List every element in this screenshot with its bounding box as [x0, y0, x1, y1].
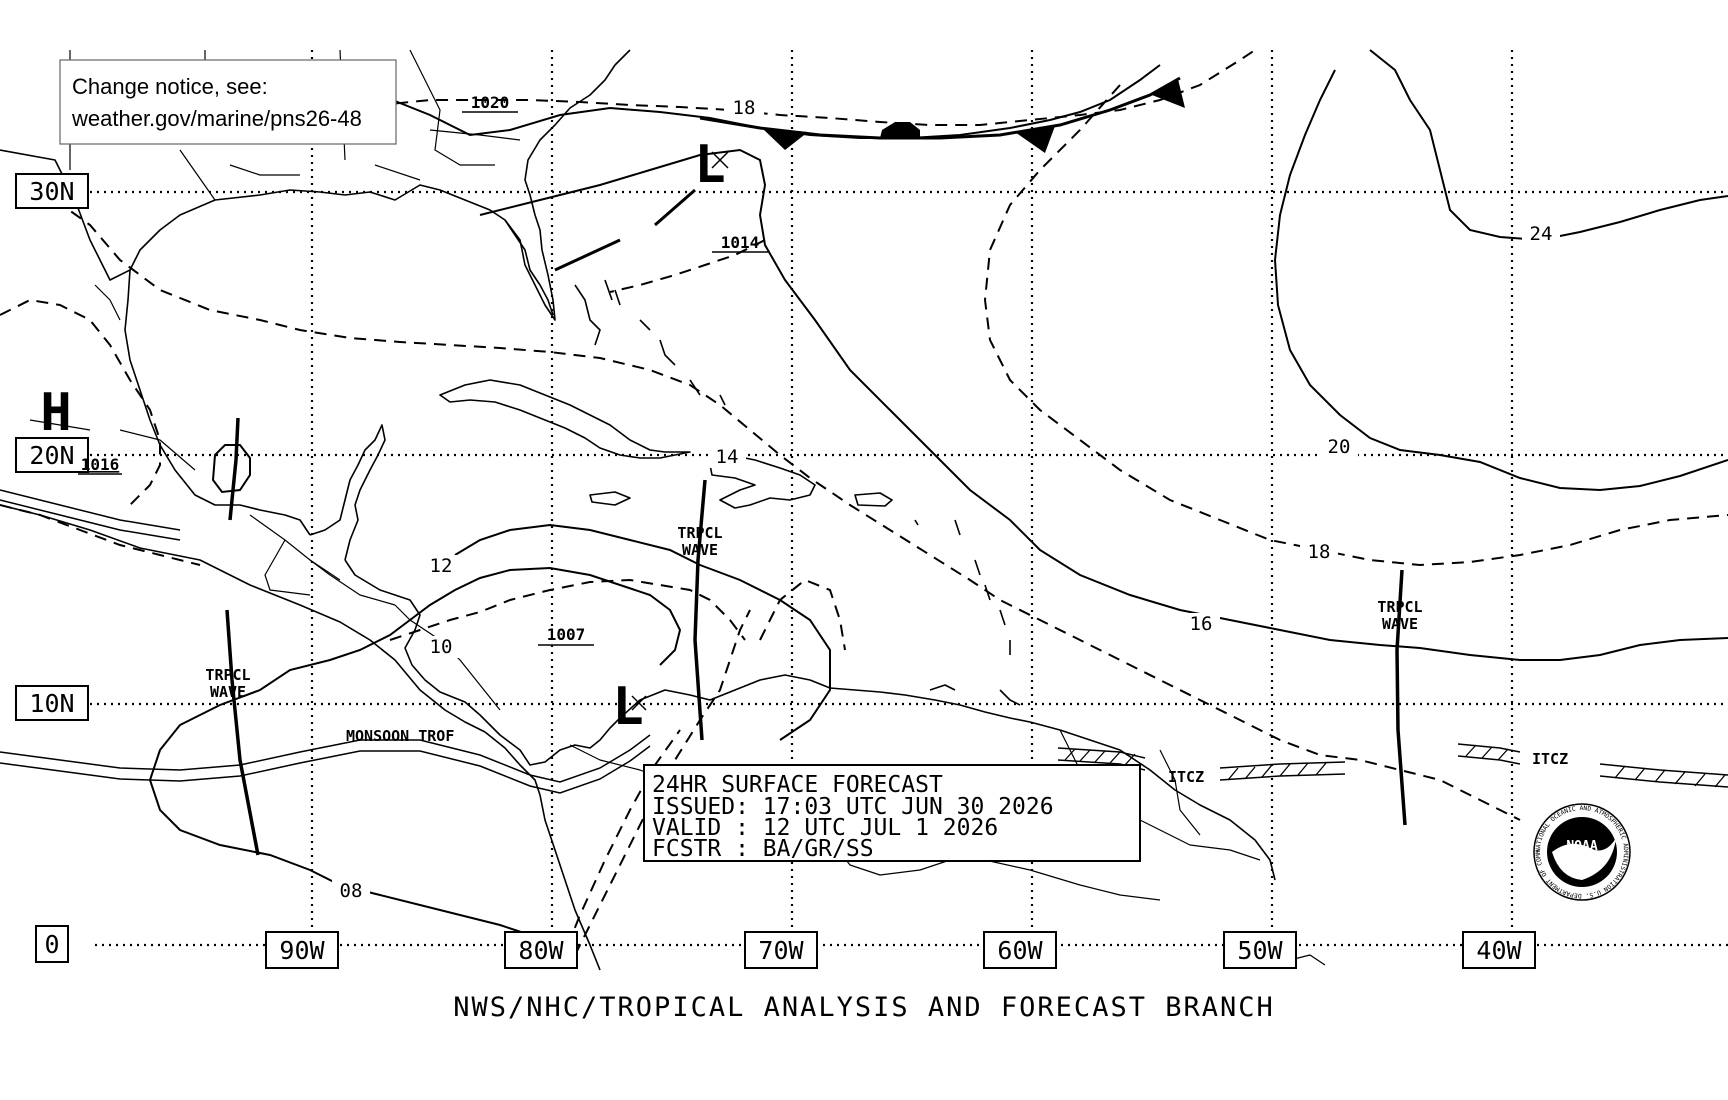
frontal-boundary	[699, 76, 1185, 153]
warm-front-barb	[880, 122, 920, 138]
low-center-marker	[711, 151, 729, 169]
high-pressure-center: H 1016	[40, 383, 122, 475]
tropical-wave-axis	[1395, 569, 1407, 826]
monsoon-trough-line	[0, 489, 651, 794]
cold-front-barb	[1152, 79, 1185, 108]
forecast-issued: ISSUED: 17:03 UTC JUN 30 2026	[652, 794, 1054, 820]
jamaica	[589, 491, 631, 506]
isobar-label: 12	[430, 555, 453, 577]
central-america	[344, 559, 621, 766]
isobar-12	[149, 566, 682, 781]
itcz-label: ITCZ	[1532, 750, 1568, 768]
lon-label-80w: 80W	[518, 936, 564, 965]
low-center-marker	[631, 695, 647, 711]
isobar-label: 18	[1308, 541, 1331, 563]
tropical-wave-axis	[225, 609, 260, 856]
lat-label-10n: 10N	[29, 689, 74, 718]
tropical-wave-axes	[225, 417, 1407, 856]
notice-link[interactable]: weather.gov/marine/pns26-48	[71, 106, 362, 131]
south-america-north-coast	[619, 674, 1276, 881]
isobar-24	[1369, 49, 1728, 242]
central-america-pacific	[0, 504, 541, 796]
east-coast	[524, 49, 631, 216]
isobar-label: 14	[716, 446, 739, 468]
latitude-labels: 30N 20N 10N 0	[15, 173, 89, 963]
low-pressure-center-north: L 1014	[694, 135, 768, 253]
forecast-info-box: 24HR SURFACE FORECAST ISSUED: 17:03 UTC …	[643, 764, 1141, 862]
tropical-wave-label: TRPCL	[677, 524, 722, 542]
tropical-wave-axis	[228, 417, 240, 521]
low-letter: L	[612, 677, 643, 737]
feature-labels: TRPCL WAVE TRPCL WAVE TRPCL WAVE MONSOON…	[205, 524, 1568, 786]
tropical-wave-label: TRPCL	[205, 666, 250, 684]
lon-label-70w: 70W	[758, 936, 804, 965]
lon-label-90w: 90W	[279, 936, 325, 965]
cuba	[439, 379, 691, 459]
isobar-1014	[479, 148, 1728, 661]
isobar-label: 10	[430, 636, 453, 658]
forecast-valid: VALID : 12 UTC JUL 1 2026	[652, 815, 998, 841]
lat-label-30n: 30N	[29, 177, 74, 206]
low-letter: L	[694, 135, 725, 195]
mexico-east-coast	[124, 269, 311, 536]
cold-front-barb	[1015, 126, 1055, 153]
forecast-forecasters: FCSTR : BA/GR/SS	[652, 836, 874, 862]
isobars-dashed	[0, 49, 1728, 966]
lon-label-60w: 60W	[997, 936, 1043, 965]
notice-line-1: Change notice, see:	[72, 74, 268, 99]
itcz-label: ITCZ	[1168, 768, 1204, 786]
isobar-1016-ring	[211, 444, 251, 494]
low-pressure-center-south: L 1007	[538, 625, 647, 737]
noaa-logo-text: NOAA	[1566, 839, 1597, 854]
forecast-title: 24HR SURFACE FORECAST	[652, 772, 943, 798]
tropical-wave-label: WAVE	[210, 683, 246, 701]
florida	[504, 219, 554, 316]
isobar-label: 24	[1530, 223, 1553, 245]
isobar-value-labels: 18 24 14 20 18 16 12 10 08	[332, 96, 1560, 902]
south-america-west	[539, 794, 601, 971]
monsoon-trough-label: MONSOON TROF	[346, 727, 454, 745]
ridge-value: 1020	[471, 93, 510, 112]
cold-front-barb	[762, 128, 808, 150]
lat-label-20n: 20N	[29, 441, 74, 470]
change-notice-box[interactable]: Change notice, see: weather.gov/marine/p…	[59, 59, 397, 145]
low-value: 1014	[721, 233, 760, 252]
high-letter: H	[40, 383, 71, 443]
isobar-label: 08	[340, 880, 363, 902]
surface-trough	[554, 188, 696, 272]
lat-label-equator: 0	[44, 930, 59, 959]
high-value: 1016	[81, 455, 120, 474]
lon-label-50w: 50W	[1237, 936, 1283, 965]
isobar-1007	[454, 523, 831, 741]
yucatan	[309, 424, 386, 561]
isobar-20	[1273, 69, 1728, 492]
ridge-pressure-label: 1020	[462, 93, 518, 113]
lon-label-40w: 40W	[1476, 936, 1522, 965]
tropical-wave-axis	[693, 479, 707, 741]
puerto-rico	[854, 492, 893, 507]
hispaniola	[709, 454, 816, 509]
itcz-bands	[1057, 743, 1728, 788]
isobar-label: 20	[1328, 436, 1351, 458]
low-value: 1007	[547, 625, 586, 644]
longitude-labels: 90W 80W 70W 60W 50W 40W	[265, 931, 1536, 969]
isobar-08	[149, 779, 561, 946]
isobar-label: 16	[1190, 613, 1213, 635]
tropical-wave-label: TRPCL	[1377, 598, 1422, 616]
isobar-label: 18	[733, 97, 756, 119]
tropical-wave-label: WAVE	[1382, 615, 1418, 633]
tropical-wave-label: WAVE	[682, 541, 718, 559]
footer-branch-label: NWS/NHC/TROPICAL ANALYSIS AND FORECAST B…	[453, 992, 1275, 1023]
